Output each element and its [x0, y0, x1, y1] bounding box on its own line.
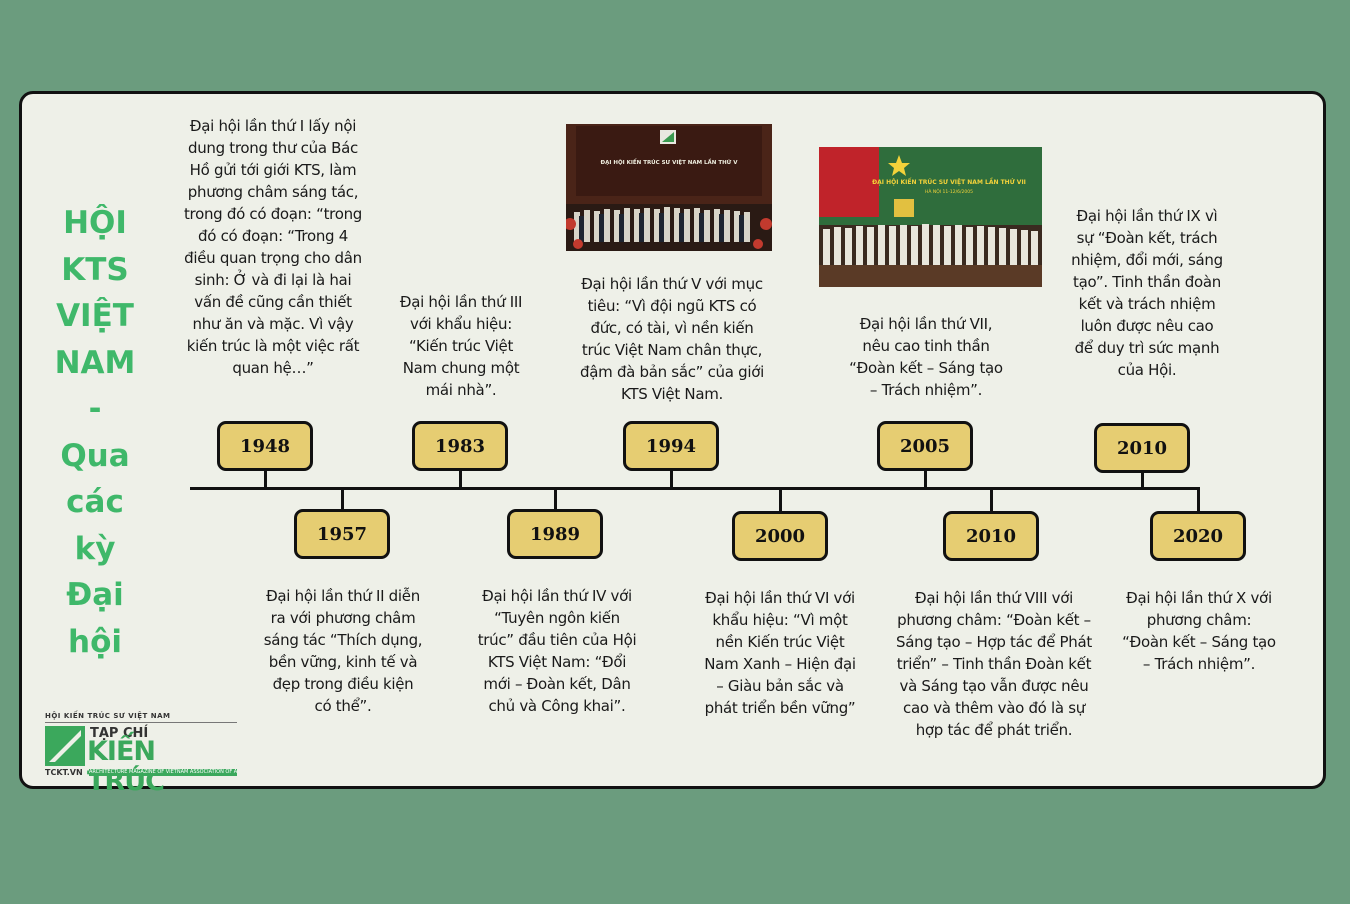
title-line: - [88, 391, 102, 427]
year-box: 2005 [877, 421, 973, 471]
timeline-tick [554, 489, 557, 509]
timeline-tick [459, 471, 462, 488]
title-line: HỘI [63, 205, 127, 241]
magazine-logo: HỘI KIẾN TRÚC SƯ VIỆT NAM TẠP CHÍ KIẾN T… [45, 712, 240, 797]
year-box: 2020 [1150, 511, 1246, 561]
timeline-tick [1197, 489, 1200, 511]
year-box: 2010 [943, 511, 1039, 561]
event-description: Đại hội lần thứ IX vì sự “Đoàn kết, trác… [1071, 207, 1223, 379]
title-line: Đại [66, 577, 124, 613]
event-description: Đại hội lần thứ IV với “Tuyên ngôn kiến … [477, 587, 637, 715]
timeline-tick [779, 489, 782, 511]
logo-divider [45, 722, 237, 723]
title-line: hội [68, 623, 122, 660]
logo-url: TCKT.VN [45, 768, 83, 777]
year-box: 2010 [1094, 423, 1190, 473]
logo-name: KIẾN TRÚC [87, 736, 165, 797]
congress-photo-2005-graphic: ĐẠI HỘI KIẾN TRÚC SƯ VIỆT NAM LẦN THỨ VI… [819, 147, 1042, 287]
event-description: Đại hội lần thứ VI với khẩu hiệu: “Vì mộ… [704, 589, 856, 717]
year-box: 1957 [294, 509, 390, 559]
event-description: Đại hội lần thứ VII, nêu cao tinh thần “… [849, 315, 1003, 399]
timeline-axis [190, 487, 1200, 490]
timeline-tick [264, 471, 267, 488]
title-line: VIỆT [56, 298, 134, 334]
title-line: KTS [61, 251, 129, 288]
congress-photo-1994: ĐẠI HỘI KIẾN TRÚC SƯ VIỆT NAM LẦN THỨ V [566, 124, 772, 251]
logo-tagline: ARCHITECTURE MAGAZINE OF VIETNAM ASSOCIA… [89, 769, 237, 776]
year-box: 1948 [217, 421, 313, 471]
logo-tapchi: TẠP CHÍ [90, 726, 149, 741]
timeline-tick [1141, 473, 1144, 488]
event-description: Đại hội lần thứ III với khẩu hiệu: “Kiến… [399, 293, 523, 399]
timeline-tick [924, 471, 927, 488]
timeline-tick [990, 489, 993, 511]
event-description: Đại hội lần thứ VIII với phương châm: “Đ… [896, 589, 1092, 739]
event-description: Đại hội lần thứ II diễn ra với phương ch… [263, 587, 423, 715]
event-description: Đại hội lần thứ I lấy nội dung trong thư… [183, 117, 363, 377]
page-title: HỘI KTS VIỆT NAM - Qua các kỳ Đại hội [40, 200, 150, 665]
year-box: 1983 [412, 421, 508, 471]
title-line: các [66, 484, 124, 520]
timeline-tick [670, 471, 673, 488]
year-box: 2000 [732, 511, 828, 561]
photo-place: HÀ NỘI 11-12/6/2005 [925, 188, 973, 195]
event-description: Đại hội lần thứ V với mục tiêu: “Vì đội … [580, 275, 764, 403]
photo-caption: ĐẠI HỘI KIẾN TRÚC SƯ VIỆT NAM LẦN THỨ V [601, 157, 739, 166]
year-box: 1989 [507, 509, 603, 559]
event-description: Đại hội lần thứ X với phương châm: “Đoàn… [1122, 589, 1276, 673]
photo-caption: ĐẠI HỘI KIẾN TRÚC SƯ VIỆT NAM LẦN THỨ VI… [872, 177, 1026, 186]
title-line: kỳ [74, 530, 116, 567]
logo-mark-icon [45, 726, 85, 766]
congress-photo-2005: ĐẠI HỘI KIẾN TRÚC SƯ VIỆT NAM LẦN THỨ VI… [819, 147, 1042, 287]
title-line: Qua [60, 437, 130, 474]
year-box: 1994 [623, 421, 719, 471]
congress-photo-1994-graphic: ĐẠI HỘI KIẾN TRÚC SƯ VIỆT NAM LẦN THỨ V [566, 124, 772, 251]
timeline-tick [341, 489, 344, 509]
title-line: NAM [54, 344, 136, 381]
logo-org: HỘI KIẾN TRÚC SƯ VIỆT NAM [45, 712, 171, 720]
